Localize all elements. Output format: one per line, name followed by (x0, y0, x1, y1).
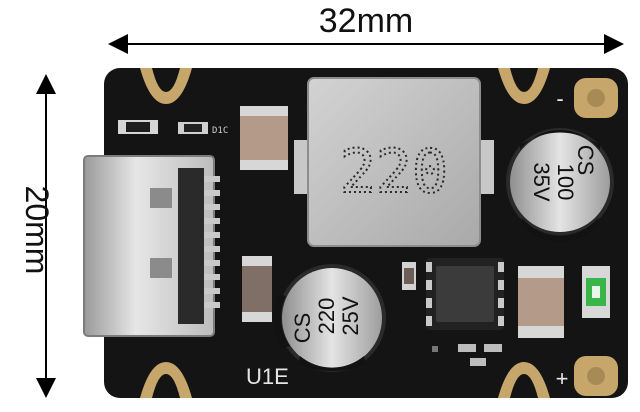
inductor-marking: 220 (340, 137, 448, 207)
controller-ic (426, 258, 504, 330)
mounting-pad-top-right (498, 68, 550, 104)
mounting-pad-bottom-right (498, 362, 550, 398)
terminal-minus-label: - (556, 86, 563, 111)
svg-text:100: 100 (553, 164, 578, 201)
mounting-pad-top-left (140, 68, 192, 104)
terminal-pad-plus (574, 356, 618, 396)
svg-text:220: 220 (314, 298, 339, 335)
resistor-near-ic (402, 262, 416, 290)
cap-100-marking: CS 100 35V (529, 145, 598, 202)
usb-c-connector (83, 155, 215, 337)
height-dimension-label: 20mm (19, 186, 55, 275)
mounting-pad-bottom-left (140, 362, 192, 398)
resistor-top-left (118, 120, 158, 134)
ceramic-capacitor-bottom-left (242, 256, 272, 322)
terminal-pad-minus (574, 78, 618, 118)
electrolytic-capacitor-220 (272, 264, 386, 372)
silkscreen-d1c: D1C (212, 126, 228, 136)
smd-parts-bottom (432, 344, 502, 366)
electrolytic-capacitor-100 (506, 128, 614, 242)
svg-text:CS: CS (290, 313, 315, 344)
width-dimension-label: 32mm (319, 2, 413, 40)
diode-d1c (178, 122, 208, 134)
green-led (582, 266, 610, 318)
ceramic-capacitor-top (240, 106, 288, 170)
svg-text:35V: 35V (529, 162, 554, 201)
cap-220-marking: CS 220 25V (290, 296, 363, 343)
svg-text:CS: CS (573, 145, 598, 176)
terminal-plus-label: + (556, 366, 569, 391)
ceramic-capacitor-bottom-right (518, 266, 564, 338)
svg-text:25V: 25V (338, 296, 363, 335)
inductor-220 (294, 77, 494, 247)
silkscreen-u1e: U1E (246, 364, 289, 389)
usb-c-pins (204, 176, 220, 308)
